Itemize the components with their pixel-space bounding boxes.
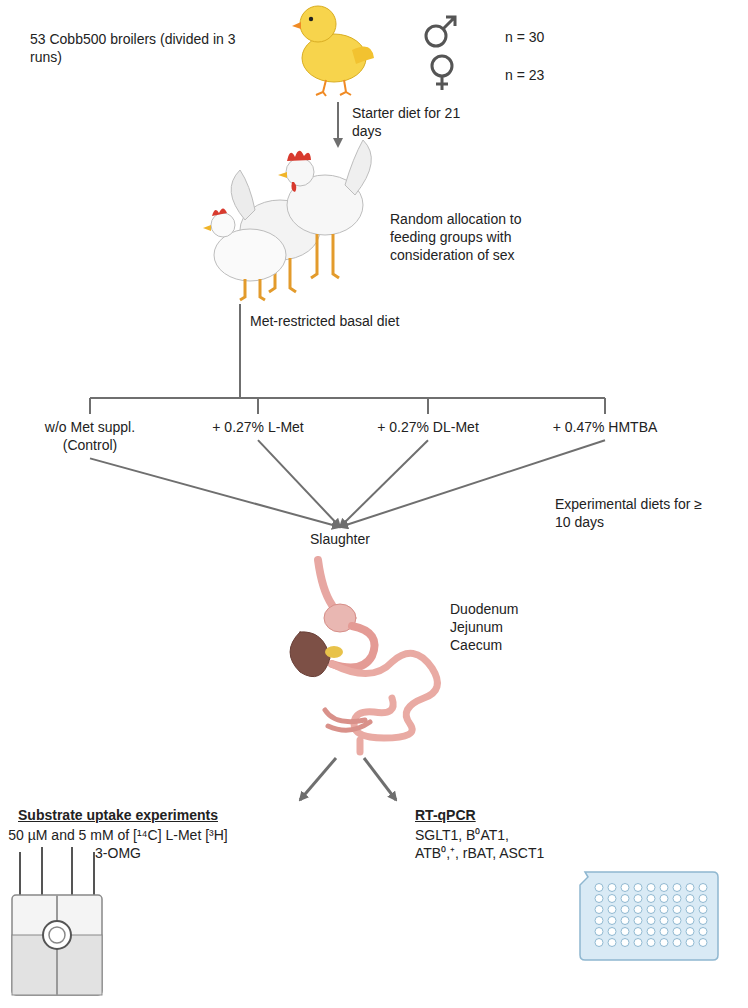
- chick-illustration: [292, 6, 374, 96]
- block-heading: RT-qPCR: [415, 806, 545, 824]
- assay-block: RT-qPCR SGLT1, B⁰AT1, ATB⁰,⁺, rBAT, ASCT1: [415, 806, 545, 863]
- diet-group-label: + 0.27% DL-Met: [374, 418, 482, 436]
- chickens-illustration: [203, 140, 371, 300]
- block-text: w/o Met suppl. (Control): [42, 418, 139, 454]
- annotation-text: Experimental diets for ≥ 10 days: [555, 495, 715, 531]
- annotation-text: Starter diet for 21 days: [352, 104, 482, 140]
- annotation-label: n = 23: [505, 66, 585, 84]
- annotation-text: Met-restricted basal diet: [250, 312, 440, 330]
- annotation-label: Starter diet for 21 days: [352, 104, 482, 140]
- diet-group-label: + 0.27% L-Met: [209, 418, 307, 436]
- block-text: + 0.27% DL-Met: [374, 418, 482, 436]
- flow-arrow: [340, 440, 605, 527]
- block-text: Slaughter: [307, 530, 373, 548]
- annotation-label: Random allocation to feeding groups with…: [390, 210, 530, 265]
- group-tree: [90, 304, 605, 414]
- annotation-label: n = 30: [505, 28, 585, 46]
- assay-block: Substrate uptake experiments 50 µM and 5 …: [5, 806, 231, 863]
- flow-arrow: [337, 102, 339, 146]
- sex-symbols: [426, 17, 455, 90]
- pcr-plate-icon: [580, 872, 718, 960]
- flow-arrow: [90, 458, 340, 527]
- block-text: + 0.27% L-Met: [209, 418, 307, 436]
- annotation-label: Experimental diets for ≥ 10 days: [555, 495, 715, 531]
- annotation-label: Duodenum Jejunum Caecum: [450, 600, 540, 655]
- annotation-text: Random allocation to feeding groups with…: [390, 210, 530, 265]
- diet-group-label: w/o Met suppl. (Control): [42, 418, 139, 454]
- flow-arrow: [300, 758, 336, 800]
- diet-group-label: + 0.47% HMTBA: [550, 418, 661, 436]
- annotation-text: n = 30: [505, 28, 585, 46]
- block-text: SGLT1, B⁰AT1, ATB⁰,⁺, rBAT, ASCT1: [415, 826, 545, 862]
- annotation-text: n = 23: [505, 66, 585, 84]
- flow-arrow: [340, 440, 428, 527]
- flow-arrow: [364, 758, 396, 800]
- ussing-chamber-icon: [12, 847, 102, 995]
- annotation-label: Met-restricted basal diet: [250, 312, 440, 330]
- gut-illustration: [290, 560, 437, 752]
- annotation-label: 53 Cobb500 broilers (divided in 3 runs): [30, 30, 250, 66]
- block-text: 50 µM and 5 mM of [¹⁴C] L-Met [³H] 3-OMG: [5, 826, 231, 862]
- flow-arrow: [258, 440, 340, 527]
- block-heading: Substrate uptake experiments: [5, 806, 231, 824]
- step-label: Slaughter: [307, 530, 373, 548]
- annotation-text: 53 Cobb500 broilers (divided in 3 runs): [30, 30, 250, 66]
- block-text: + 0.47% HMTBA: [550, 418, 661, 436]
- annotation-text: Duodenum Jejunum Caecum: [450, 600, 540, 655]
